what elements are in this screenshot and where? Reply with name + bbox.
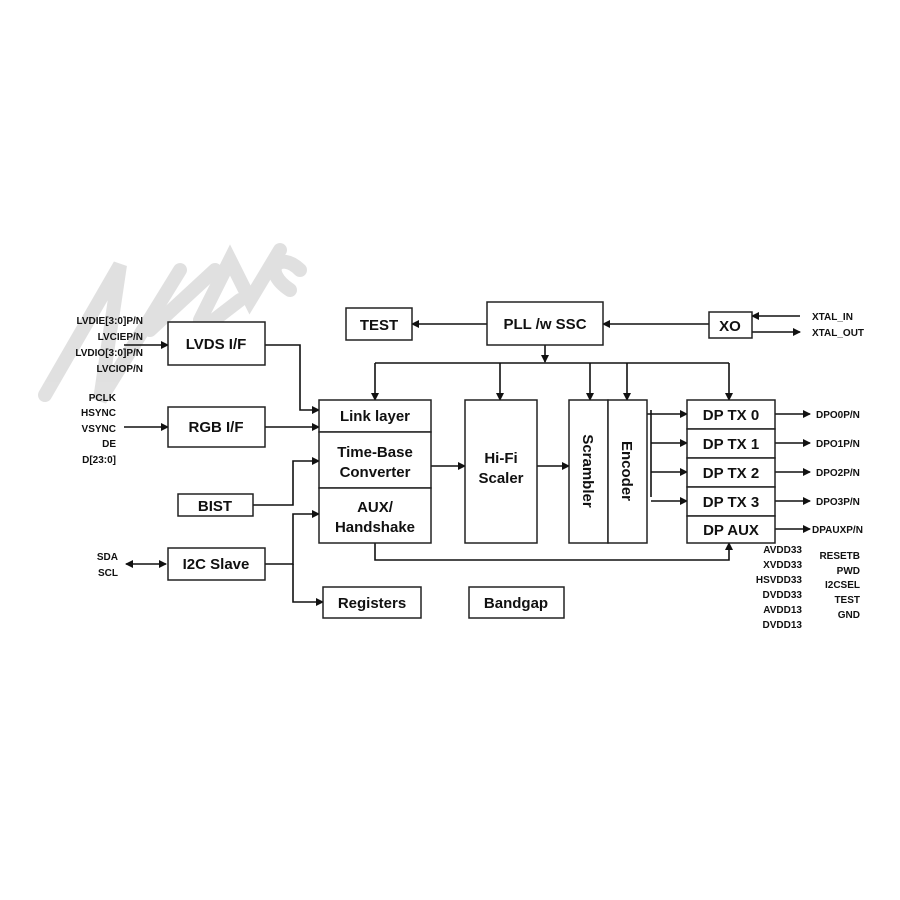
link-layer-block <box>318 399 432 433</box>
bandgap-label: Bandgap <box>484 595 548 612</box>
dp-output-signals: DPO0P/N DPO1P/N DPO2P/N DPO3P/N DPAUXP/N <box>812 410 863 536</box>
link-layer-label: Link layer <box>340 408 410 425</box>
scrambler-block <box>568 399 609 544</box>
xo-label: XO <box>719 318 741 335</box>
lvds-if-block <box>167 321 266 366</box>
signal-label: SCL <box>98 568 118 579</box>
dp-tx-label: DP TX 2 <box>703 465 759 482</box>
signal-label: DPO0P/N <box>816 410 860 421</box>
bist-block <box>177 493 254 517</box>
signal-label: LVCIEP/N <box>98 332 143 343</box>
pin-label: XVDD33 <box>763 560 802 571</box>
pin-label: DVDD13 <box>763 620 803 631</box>
pin-label: DVDD33 <box>763 590 803 601</box>
signal-label: DE <box>102 439 116 450</box>
dp-tx-label: DP AUX <box>703 522 759 539</box>
pin-label: RESETB <box>819 551 860 562</box>
dp-tx-stack: DP TX 0 DP TX 1 DP TX 2 DP TX 3 DP AUX <box>686 399 776 544</box>
signal-label: DPO3P/N <box>816 497 860 508</box>
signal-label: LVDIE[3:0]P/N <box>77 316 144 327</box>
signal-label: D[23:0] <box>82 455 116 466</box>
pin-label: AVDD33 <box>763 545 802 556</box>
dp-tx-1-block <box>686 428 776 459</box>
signal-label: DPAUXP/N <box>812 525 863 536</box>
dp-tx-label: DP TX 0 <box>703 407 759 424</box>
pin-label: TEST <box>834 595 860 606</box>
lvds-if-label: LVDS I/F <box>186 336 247 353</box>
dp-tx-2-block <box>686 457 776 488</box>
signal-label: PCLK <box>89 393 117 404</box>
encoder-label: Encoder <box>618 441 635 501</box>
signal-label: SDA <box>97 552 118 563</box>
dp-tx-0-block <box>686 399 776 430</box>
aux-label-2: Handshake <box>335 519 415 536</box>
registers-label: Registers <box>338 595 406 612</box>
pll-ssc-block <box>486 301 604 346</box>
i2c-slave-block <box>167 547 266 581</box>
test-label: TEST <box>360 317 398 334</box>
pin-label: I2CSEL <box>825 580 860 591</box>
encoder-block <box>607 399 648 544</box>
pll-ssc-label: PLL /w SSC <box>503 316 586 333</box>
aux-handshake-block <box>318 487 432 544</box>
scaler-label-2: Scaler <box>478 470 523 487</box>
pin-label: GND <box>838 610 860 621</box>
time-base-converter-block <box>318 431 432 489</box>
hifi-scaler-block <box>464 399 538 544</box>
bist-label: BIST <box>198 498 232 515</box>
test-block <box>345 307 413 341</box>
signal-label: VSYNC <box>82 424 116 435</box>
rgb-input-signals: PCLK HSYNC VSYNC DE D[23:0] <box>81 393 117 466</box>
xtal-in-label: XTAL_IN <box>812 312 853 323</box>
registers-block <box>322 586 422 619</box>
signal-label: HSYNC <box>81 408 116 419</box>
dp-aux-block <box>686 515 776 544</box>
xo-block <box>708 311 753 339</box>
bandgap-block <box>468 586 565 619</box>
i2c-signals: SDA SCL <box>97 552 118 579</box>
dp-tx-label: DP TX 3 <box>703 494 759 511</box>
aux-label-1: AUX/ <box>357 499 394 516</box>
signal-label: LVCIOP/N <box>97 364 143 375</box>
signal-label: LVDIO[3:0]P/N <box>75 348 143 359</box>
power-pins: AVDD33 XVDD33 HSVDD33 DVDD33 AVDD13 DVDD… <box>756 545 803 631</box>
signal-label: DPO2P/N <box>816 468 860 479</box>
control-pins: RESETB PWD I2CSEL TEST GND <box>819 551 860 621</box>
pin-label: PWD <box>837 566 860 577</box>
connections <box>124 312 811 606</box>
signal-label: DPO1P/N <box>816 439 860 450</box>
i2c-slave-label: I2C Slave <box>183 556 250 573</box>
lvds-input-signals: LVDIE[3:0]P/N LVCIEP/N LVDIO[3:0]P/N LVC… <box>75 316 143 375</box>
dp-tx-3-block <box>686 486 776 517</box>
scrambler-label: Scrambler <box>579 434 596 508</box>
time-base-label-1: Time-Base <box>337 444 413 461</box>
rgb-if-label: RGB I/F <box>189 419 244 436</box>
time-base-label-2: Converter <box>340 464 411 481</box>
xtal-out-label: XTAL_OUT <box>812 328 864 339</box>
dp-tx-label: DP TX 1 <box>703 436 759 453</box>
rgb-if-block <box>167 406 266 448</box>
pin-label: AVDD13 <box>763 605 802 616</box>
pin-label: HSVDD33 <box>756 575 803 586</box>
scaler-label-1: Hi-Fi <box>484 450 517 467</box>
